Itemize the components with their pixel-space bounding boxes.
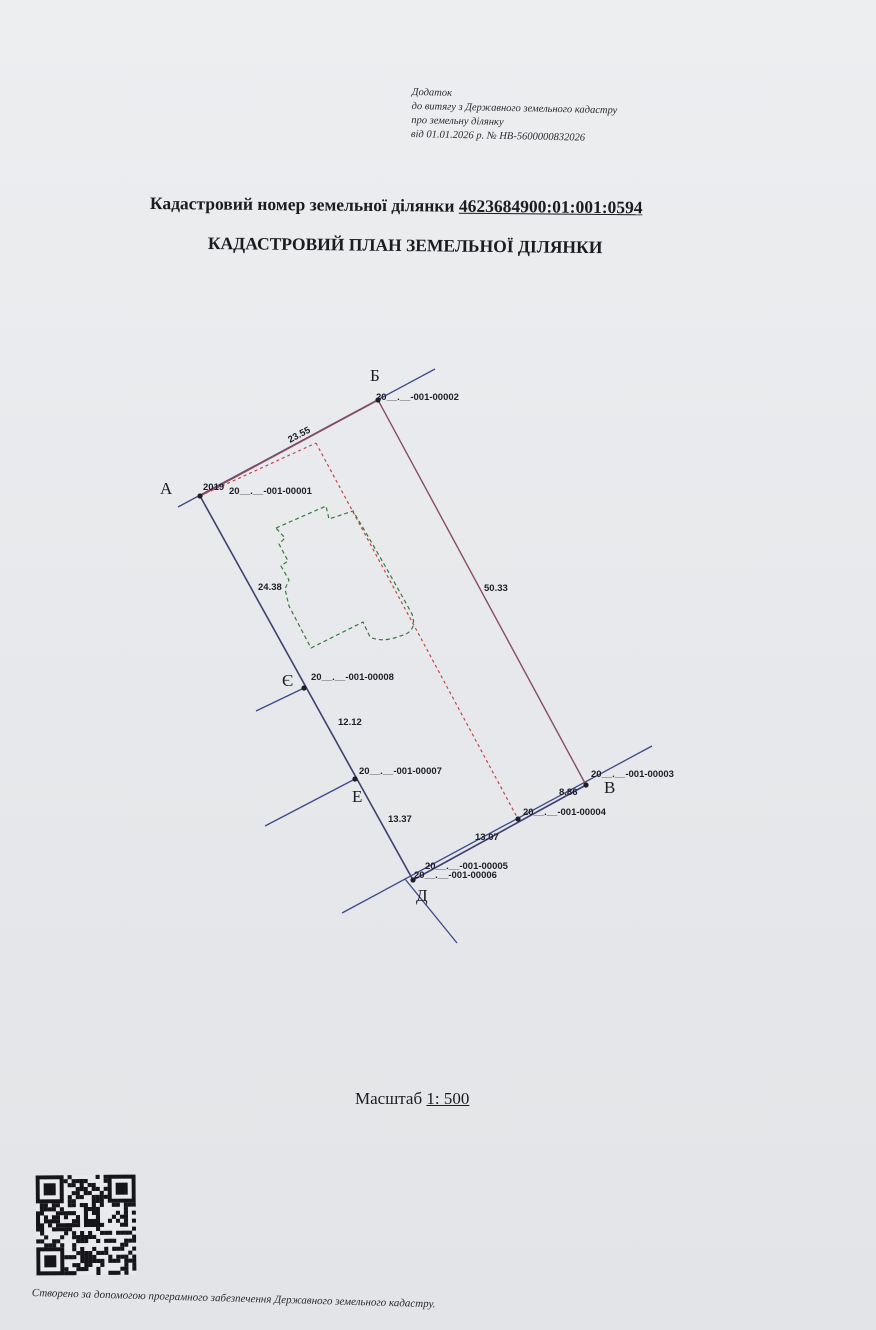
side-length-v-p: 8.86 xyxy=(559,787,578,798)
vertex-ye-point xyxy=(301,685,307,691)
vertex-d-letter: Д xyxy=(416,886,428,905)
inner-dashed-line xyxy=(315,442,519,820)
neighbor-label-a-overlap: 2019 xyxy=(203,482,224,493)
adjacent-line-bottom xyxy=(341,745,653,914)
adjacent-line-ye xyxy=(255,687,305,712)
neighbor-label-e: 20__.__-001-00007 xyxy=(359,766,442,777)
vertex-e-letter: Е xyxy=(352,787,362,806)
boundary-b-v xyxy=(377,399,587,786)
neighbor-label-v: 20__.__-001-00003 xyxy=(591,769,674,780)
side-length-p-d: 13.07 xyxy=(475,832,499,843)
vertex-ye-letter: Є xyxy=(282,671,293,690)
boundary-d-v xyxy=(412,784,587,881)
neighbor-label-a: 20__.__-001-00001 xyxy=(229,486,313,497)
side-length-e-ye: 12.12 xyxy=(338,717,362,728)
side-length-b-v: 50.33 xyxy=(484,583,508,594)
adjacent-line-d-tail xyxy=(404,878,458,944)
vertex-v-letter: В xyxy=(604,778,615,797)
side-length-ye-a: 24.38 xyxy=(258,582,282,593)
vertex-e-point xyxy=(352,776,358,782)
neighbor-label-b: 20__.__-001-00002 xyxy=(376,392,459,403)
boundary-a-b xyxy=(199,399,379,497)
scale-line: Масштаб 1: 500 xyxy=(355,1089,469,1109)
vertex-a-point xyxy=(197,493,203,499)
vertex-d-point xyxy=(410,877,416,883)
qr-code xyxy=(35,1174,137,1276)
vertex-v-point xyxy=(583,782,589,788)
building-outline xyxy=(274,505,415,649)
scale-prefix: Масштаб xyxy=(355,1089,423,1108)
adjacent-line-e xyxy=(264,778,356,827)
neighbor-label-p: 20__.__-001-00004 xyxy=(523,807,607,818)
vertex-b-point xyxy=(375,397,381,403)
scale-value: 1: 500 xyxy=(426,1089,470,1108)
neighbor-label-d-2: 20__.__-001-00006 xyxy=(414,870,497,881)
neighbor-label-d-1: 20__.__-001-00005 xyxy=(425,861,509,872)
vertex-p-point xyxy=(515,816,521,822)
side-length-d-e: 13.37 xyxy=(388,814,412,825)
vertex-a-letter: А xyxy=(160,479,173,498)
vertex-b-letter: Б xyxy=(370,366,380,385)
neighbor-label-ye: 20__.__-001-00008 xyxy=(311,672,394,683)
